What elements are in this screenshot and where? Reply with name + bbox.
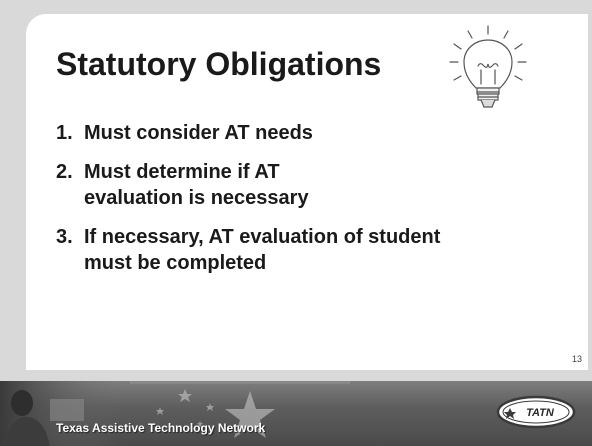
footer-photo	[0, 381, 120, 446]
list-item: 3. If necessary, AT evaluation of studen…	[56, 224, 484, 276]
tatn-logo: TATN	[496, 395, 576, 429]
star-icon	[130, 381, 350, 438]
network-name: Texas Assistive Technology Network	[56, 421, 266, 435]
list-item-text: Must determine if AT evaluation is neces…	[84, 161, 309, 209]
list-item-text: If necessary, AT evaluation of student m…	[84, 226, 441, 274]
list-item-number: 2.	[56, 161, 73, 183]
page-number: 13	[571, 354, 582, 364]
obligation-list: 1. Must consider AT needs 2. Must determ…	[56, 120, 484, 289]
footer-banner: Texas Assistive Technology Network	[0, 381, 592, 446]
logo-text: TATN	[526, 407, 555, 419]
light-bulb-icon	[449, 25, 527, 108]
list-item-number: 1.	[56, 122, 73, 144]
slide-title: Statutory Obligations	[56, 46, 382, 82]
list-item: 2. Must determine if AT evaluation is ne…	[56, 159, 484, 211]
list-item: 1. Must consider AT needs	[56, 120, 484, 146]
list-item-number: 3.	[56, 226, 73, 248]
list-item-text: Must consider AT needs	[84, 122, 313, 144]
